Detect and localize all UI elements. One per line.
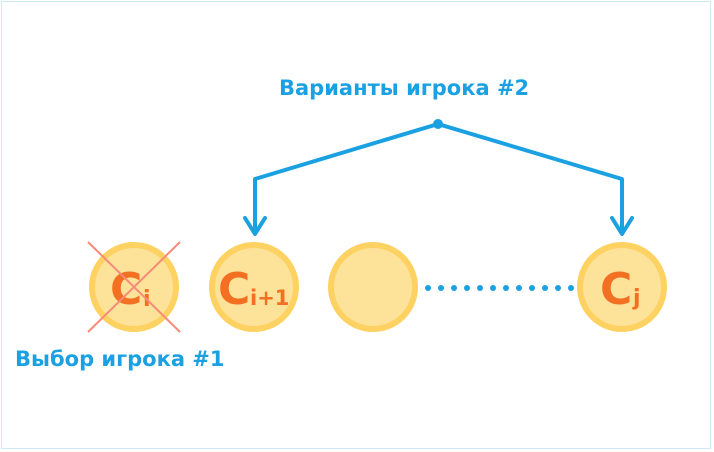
- coin-ci-plus-1: C i+1: [209, 242, 299, 332]
- coin-cj-letter: C: [600, 264, 632, 315]
- branch-right-arrow: [436, 122, 624, 232]
- coin-blank: [328, 242, 418, 332]
- ellipsis-dots: [425, 285, 574, 291]
- coin-cj: C j: [577, 242, 667, 332]
- branch-left-arrow: [253, 122, 440, 232]
- player1-choice-label: Выбор игрока #1: [15, 347, 225, 371]
- coin-ci: C i: [87, 241, 181, 333]
- coin-ci-plus-1-subscript: i+1: [250, 286, 289, 310]
- player2-options-label: Варианты игрока #2: [279, 76, 530, 100]
- coin-ci-plus-1-letter: C: [218, 264, 250, 315]
- branch-right-arrowhead: [610, 216, 634, 236]
- branch-left-arrowhead: [243, 216, 267, 236]
- coin-cj-subscript: j: [632, 286, 641, 311]
- branch-connector: [243, 119, 634, 236]
- cross-line-2: [87, 241, 181, 333]
